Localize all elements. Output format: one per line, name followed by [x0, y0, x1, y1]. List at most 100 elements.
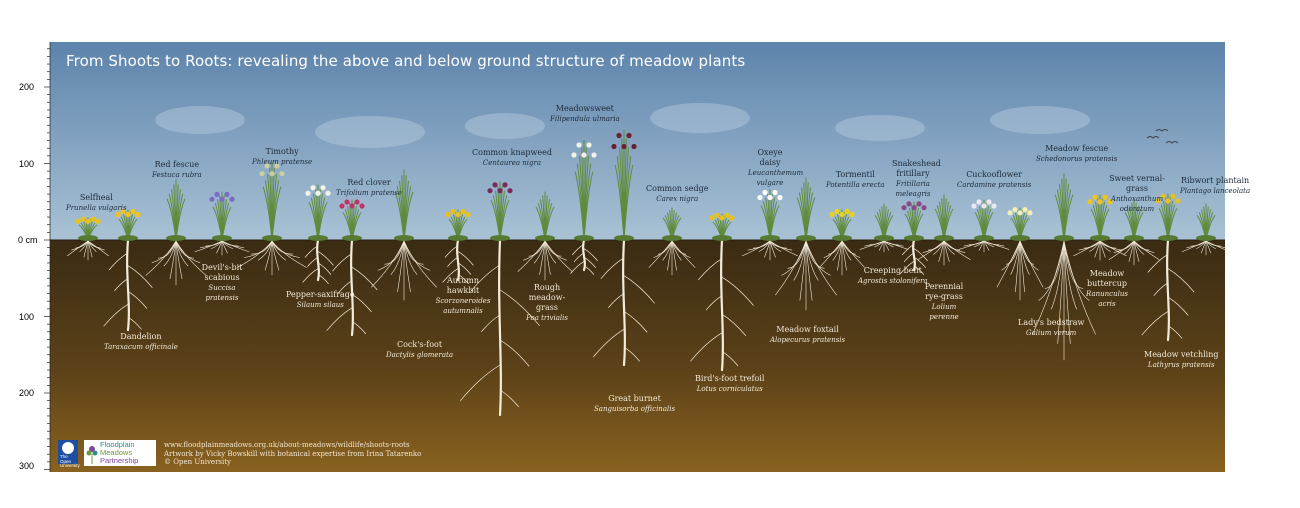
open-university-logo-text: The Open University — [60, 454, 80, 468]
clouds — [155, 103, 1090, 148]
flowers-red-clover — [339, 199, 365, 209]
plant-creeping-bent — [859, 203, 909, 253]
roots-sweet-vernal-grass — [1108, 240, 1160, 266]
shoot-pepper-saxifrage — [308, 184, 328, 241]
flowers-autumn-hawkbit — [445, 208, 471, 218]
floodplain-meadows-partnership-logo: Floodplain Meadows Partnership — [84, 440, 156, 466]
plant-meadow-buttercup — [1073, 194, 1127, 261]
roots-cock-s-foot — [371, 240, 437, 301]
roots-autumn-hawkbit — [442, 238, 474, 284]
flowers-devil-s-bit-scabious — [209, 191, 235, 202]
scale-label-100-below: 100 — [19, 312, 35, 322]
roots-meadowsweet — [570, 238, 598, 275]
plant-meadowsweet — [570, 139, 598, 275]
plant-lady-s-bedstraw — [996, 207, 1044, 301]
roots-cuckooflower — [958, 240, 1010, 253]
plant-cuckooflower — [958, 199, 1010, 253]
diagram-title: From Shoots to Roots: revealing the abov… — [66, 52, 746, 70]
plant-cock-s-foot — [371, 169, 437, 301]
plant-red-fescue — [145, 179, 207, 286]
plant-ribwort-plantain — [1181, 203, 1231, 256]
sky-band — [50, 42, 1225, 240]
roots-ribwort-plantain — [1181, 240, 1231, 256]
shoot-cock-s-foot — [394, 169, 414, 241]
plant-great-burnet — [593, 129, 655, 367]
flowers-oxeye-daisy — [757, 189, 783, 201]
flowers-common-knapweed — [487, 182, 513, 194]
shoot-rough-meadow-grass — [535, 191, 555, 241]
plant-common-sedge — [648, 207, 696, 276]
flowers-pepper-saxifrage — [305, 185, 331, 196]
shoot-sweet-vernal-grass — [1124, 199, 1144, 241]
plant-dandelion — [103, 208, 153, 332]
shoot-great-burnet — [614, 129, 634, 241]
credits-copyright: © Open University — [164, 458, 232, 467]
plant-snakeshead-fritillary — [900, 201, 928, 275]
roots-bird-s-foot-trefoil — [690, 238, 754, 372]
roots-tormentil — [819, 240, 865, 276]
plant-meadow-vetchling — [1141, 193, 1195, 342]
flowers-timothy — [259, 163, 285, 177]
plant-selfheal — [67, 216, 109, 261]
roots-red-fescue — [145, 240, 207, 286]
credits-artwork: Artwork by Vicky Bowskill with botanical… — [164, 449, 422, 458]
flowers-selfheal — [75, 216, 101, 224]
flower-emblem-icon — [86, 446, 98, 464]
flowers-meadow-buttercup — [1087, 194, 1113, 205]
plant-rough-meadow-grass — [517, 191, 573, 281]
shoot-bird-s-foot-trefoil — [712, 213, 732, 241]
plant-common-knapweed — [460, 181, 540, 417]
plant-devil-s-bit-scabious — [194, 191, 250, 256]
plant-meadow-foxtail — [775, 177, 837, 311]
plant-meadow-fescue — [1032, 173, 1096, 361]
roots-creeping-bent — [859, 240, 909, 253]
open-university-emblem-icon — [62, 442, 74, 454]
scale-label-200-above: 200 — [19, 82, 35, 92]
plant-sweet-vernal-grass — [1108, 199, 1160, 266]
roots-meadow-vetchling — [1141, 238, 1195, 342]
shoot-ribwort-plantain — [1196, 203, 1216, 241]
shoot-common-knapweed — [490, 181, 510, 241]
roots-lady-s-bedstraw — [996, 240, 1044, 301]
plant-tormentil — [819, 208, 865, 276]
fmp-logo-text: Floodplain Meadows Partnership — [100, 440, 139, 465]
flowers-bird-s-foot-trefoil — [709, 212, 735, 221]
roots-common-knapweed — [460, 238, 540, 417]
flowers-lady-s-bedstraw — [1007, 207, 1033, 216]
shoot-perennial-rye-grass — [934, 194, 954, 241]
shoot-red-fescue — [166, 179, 186, 241]
roots-meadow-foxtail — [775, 240, 837, 311]
roots-meadow-fescue — [1032, 240, 1096, 361]
roots-devil-s-bit-scabious — [194, 240, 250, 256]
plant-autumn-hawkbit — [442, 208, 474, 284]
flowers-tormentil — [829, 208, 855, 218]
plant-bird-s-foot-trefoil — [690, 212, 754, 372]
roots-selfheal — [67, 240, 109, 261]
roots-rough-meadow-grass — [517, 240, 573, 281]
scale-label-100-above: 100 — [19, 159, 35, 169]
flowers-meadow-vetchling — [1155, 193, 1181, 204]
soil-band — [50, 240, 1225, 472]
shoot-red-clover — [342, 199, 362, 241]
credits-url: www.floodplainmeadows.org.uk/about-meado… — [164, 441, 410, 449]
roots-red-clover — [326, 238, 378, 337]
roots-great-burnet — [593, 238, 655, 367]
scale-label-zero: 0 cm — [18, 235, 38, 245]
roots-snakeshead-fritillary — [900, 238, 928, 275]
